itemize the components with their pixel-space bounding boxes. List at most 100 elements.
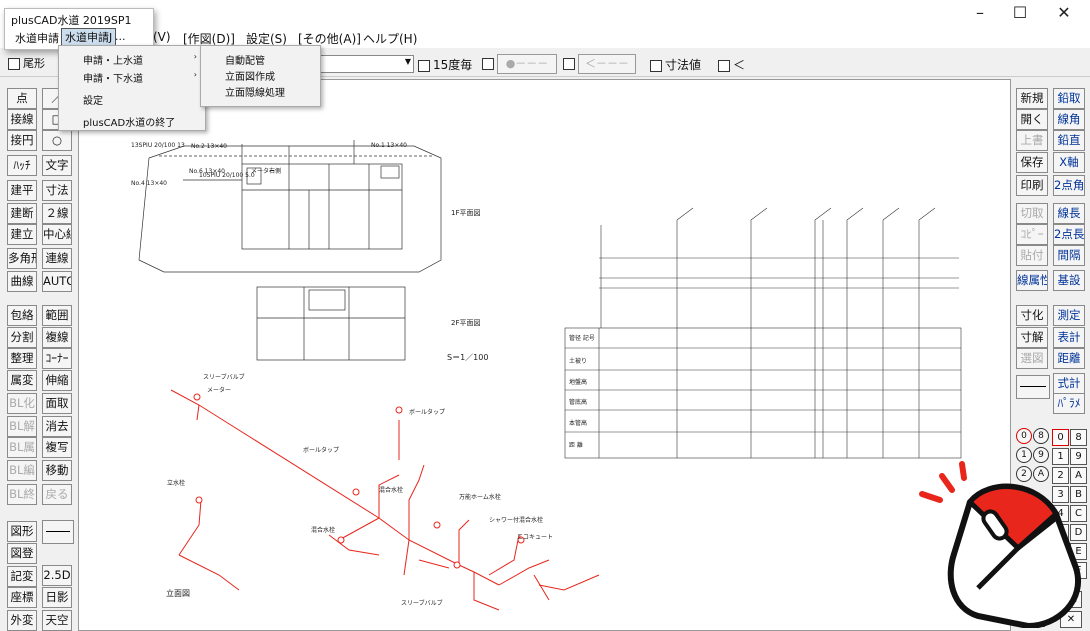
dim-value-checkbox[interactable]: 寸法値 — [650, 56, 701, 73]
left-tool-button[interactable]: 分割 — [7, 327, 37, 348]
menu-item-exit[interactable]: plusCAD水道の終了 — [83, 118, 176, 129]
right-tool-button[interactable]: ﾊﾟﾗﾒ — [1053, 393, 1085, 414]
circle-number-button[interactable]: 2 — [1016, 466, 1032, 482]
popup-tab-2[interactable]: 水道申請J — [61, 28, 117, 46]
layer-number-tile[interactable]: A — [1070, 467, 1087, 484]
left-tool-button[interactable]: 接線 — [7, 109, 37, 130]
right-tool-button[interactable]: 上書 — [1016, 130, 1048, 151]
right-tool-button[interactable]: 鉛取 — [1053, 88, 1085, 109]
right-tool-button[interactable]: 選図 — [1016, 348, 1048, 369]
left-tool-button[interactable]: ﾊｯﾁ — [7, 155, 37, 176]
menu-view-fragment[interactable]: (V) — [153, 30, 171, 44]
left-tool-button[interactable]: 伸縮 — [42, 370, 72, 391]
submenu-item-hidden-line[interactable]: 立面隠線処理 — [225, 88, 285, 99]
popup-tab-1[interactable]: 水道申請 — [15, 32, 59, 45]
menu-other[interactable]: [その他(A)] — [298, 32, 361, 46]
circle-number-button[interactable]: A — [1033, 466, 1049, 482]
layer-number-tile[interactable]: B — [1070, 486, 1087, 503]
menu-settings[interactable]: 設定(S) — [246, 32, 287, 46]
menu-item-settings[interactable]: 設定 — [83, 96, 103, 107]
left-tool-button[interactable]: 面取 — [42, 393, 72, 414]
left-tool-button[interactable]: 中心線 — [42, 224, 72, 245]
layer-number-tile[interactable]: 9 — [1070, 448, 1087, 465]
layer-number-tile[interactable]: 1 — [1052, 448, 1069, 465]
right-tool-button[interactable]: 貼付 — [1016, 245, 1048, 266]
right-tool-button[interactable]: 測定 — [1053, 305, 1085, 326]
layer-number-tile[interactable]: 0 — [1052, 429, 1069, 446]
right-tool-button[interactable]: 距離 — [1053, 348, 1085, 369]
left-tool-button[interactable]: 範囲 — [42, 305, 72, 326]
right-tool-button[interactable]: 2点角 — [1053, 175, 1085, 196]
layer-number-tile[interactable]: D — [1070, 524, 1087, 541]
layer-number-tile[interactable]: 8 — [1070, 429, 1087, 446]
right-tool-button[interactable]: 線角 — [1053, 109, 1085, 130]
layer-number-tile[interactable]: 3 — [1052, 486, 1069, 503]
left-tool-button[interactable]: 曲線 — [7, 271, 37, 292]
layer-number-tile[interactable]: 2 — [1052, 467, 1069, 484]
dash-checkbox-1[interactable] — [482, 56, 497, 70]
dash-checkbox-2[interactable] — [563, 56, 578, 70]
circle-number-button[interactable]: 8 — [1033, 428, 1049, 444]
dash-button-2[interactable]: ＜－－－ — [578, 54, 636, 74]
lt-checkbox[interactable]: ＜ — [718, 56, 745, 73]
left-tool-button[interactable]: 日影 — [42, 587, 72, 608]
left-tool-button[interactable]: 接円 — [7, 130, 37, 151]
left-tool-button[interactable]: BL解 — [7, 416, 37, 437]
right-tool-button[interactable]: 間隔 — [1053, 245, 1085, 266]
left-tool-button[interactable]: 天空 — [42, 610, 72, 631]
submenu-item-elevation[interactable]: 立面図作成 — [225, 72, 275, 83]
circle-number-button[interactable]: 1 — [1016, 447, 1032, 463]
right-tool-button[interactable]: ｺﾋﾟｰ — [1016, 224, 1048, 245]
left-tool-button[interactable]: 外変 — [7, 610, 37, 631]
layer-number-tile[interactable]: C — [1070, 505, 1087, 522]
minimize-button[interactable]: – — [976, 3, 984, 22]
menu-draw[interactable]: [作図(D)] — [183, 32, 235, 46]
left-tool-button[interactable]: AUTO — [42, 271, 72, 292]
left-tool-button[interactable]: 整理 — [7, 348, 37, 369]
left-tool-button[interactable]: BL化 — [7, 393, 37, 414]
left-tool-button[interactable]: 建立 — [7, 224, 37, 245]
left-tool-button[interactable]: 連線 — [42, 248, 72, 269]
line-type-box[interactable] — [42, 520, 74, 544]
left-tool-button[interactable]: 属変 — [7, 370, 37, 391]
drawing-canvas[interactable]: 1F平面図 2F平面図 S＝1／100 立面図 13SPIU 20/100 13… — [78, 79, 1011, 631]
layer-select[interactable]: ▼ — [320, 55, 414, 73]
left-tool-button[interactable]: ２線 — [42, 203, 72, 224]
right-tool-button[interactable]: 線属性 — [1016, 270, 1048, 291]
menu-item-supply[interactable]: 申請・上水道 — [83, 56, 143, 67]
left-tool-button[interactable]: 建平 — [7, 180, 37, 201]
right-tool-button[interactable]: X軸 — [1053, 152, 1085, 173]
right-tool-button[interactable]: 線長 — [1053, 203, 1085, 224]
left-tool-button[interactable]: 複写 — [42, 437, 72, 458]
submenu-item-auto-pipe[interactable]: 自動配管 — [225, 56, 265, 67]
right-tool-button[interactable]: 寸解 — [1016, 327, 1048, 348]
dash-button-1[interactable]: ●－－－ — [497, 54, 557, 74]
left-tool-button[interactable]: 座標 — [7, 587, 37, 608]
left-tool-button[interactable]: 点 — [7, 88, 37, 109]
left-tool-button[interactable]: 2.5D — [42, 565, 72, 586]
left-tool-button[interactable]: 消去 — [42, 416, 72, 437]
close-button[interactable]: ✕ — [1057, 3, 1071, 22]
left-tool-button[interactable]: 寸法 — [42, 180, 72, 201]
right-tool-button[interactable]: 保存 — [1016, 152, 1048, 173]
right-tool-button[interactable]: 2点長 — [1053, 224, 1085, 245]
left-tool-button[interactable]: 多角形 — [7, 248, 37, 269]
right-tool-button[interactable]: 鉛直 — [1053, 130, 1085, 151]
left-tool-button[interactable]: 図形 — [7, 521, 37, 542]
right-tool-button[interactable]: 新規 — [1016, 88, 1048, 109]
right-tool-button[interactable]: 式計 — [1053, 373, 1085, 394]
maximize-button[interactable]: ☐ — [1012, 3, 1028, 22]
menu-item-sewer[interactable]: 申請・下水道 — [83, 74, 143, 85]
layer-cross-button[interactable]: ✕ — [1060, 611, 1082, 628]
left-tool-button[interactable]: 文字 — [42, 155, 72, 176]
circle-number-button[interactable]: 9 — [1033, 447, 1049, 463]
left-tool-button[interactable]: BL属 — [7, 437, 37, 458]
left-tool-button[interactable]: BL編 — [7, 460, 37, 481]
left-tool-button[interactable]: ○ — [42, 130, 72, 151]
line-type-box[interactable] — [1016, 375, 1050, 399]
left-tool-button[interactable]: 図登 — [7, 543, 37, 564]
left-tool-button[interactable]: BL終 — [7, 484, 37, 505]
left-tool-button[interactable]: 建断 — [7, 203, 37, 224]
menu-help[interactable]: ヘルプ(H) — [363, 32, 418, 46]
angle15-checkbox[interactable]: 15度毎 — [418, 56, 472, 73]
